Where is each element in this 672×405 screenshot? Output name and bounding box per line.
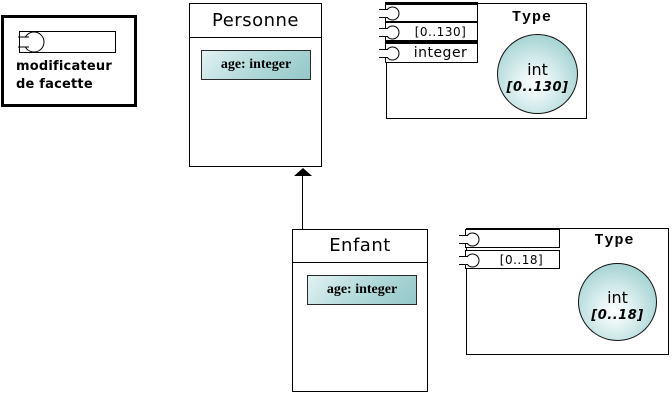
sphere-type-range: [0..18] xyxy=(591,308,644,323)
facet-socket-icon xyxy=(379,45,400,66)
facet-bar-basetype: integer xyxy=(379,43,478,63)
facet-socket-icon xyxy=(379,5,400,25)
sphere-type-name: int xyxy=(527,60,548,79)
type-panel-18-title: Type xyxy=(594,232,635,249)
facet-bar-empty xyxy=(379,2,478,22)
type-panel-130-title: Type xyxy=(511,9,552,26)
facet-socket-icon xyxy=(459,231,480,251)
class-title-enfant: Enfant xyxy=(293,230,427,263)
sphere-type-name: int xyxy=(607,288,628,307)
legend-modificateur-box: modificateur de facette xyxy=(1,15,137,107)
sphere-type-range: [0..130] xyxy=(506,80,569,95)
type-sphere-18: int [0..18] xyxy=(578,263,657,341)
legend-label-line2: de facette xyxy=(16,77,93,92)
class-box-personne: Personne age: integer xyxy=(189,3,322,167)
inheritance-arrow-shaft xyxy=(302,175,303,229)
facet-bar-range: [0..130] xyxy=(379,22,478,43)
facet-socket-icon xyxy=(13,30,117,59)
class-title-personne: Personne xyxy=(190,4,321,38)
facet-bar-label: integer xyxy=(413,45,468,61)
attribute-chip-enfant: age: integer xyxy=(307,275,417,305)
facet-bar-empty xyxy=(459,229,560,248)
facet-bar-label: [0..130] xyxy=(414,24,467,39)
legend-label: modificateur de facette xyxy=(16,58,112,94)
inheritance-arrowhead-icon xyxy=(294,168,312,176)
facet-bar-range: [0..18] xyxy=(459,250,560,269)
attribute-chip-personne: age: integer xyxy=(201,50,311,80)
facet-socket-icon xyxy=(459,252,480,272)
facet-bar-label: [0..18] xyxy=(499,252,544,267)
class-box-enfant: Enfant age: integer xyxy=(292,229,428,392)
facet-socket-icon xyxy=(379,24,400,44)
type-sphere-130: int [0..130] xyxy=(497,34,578,114)
legend-label-line1: modificateur xyxy=(16,59,112,74)
